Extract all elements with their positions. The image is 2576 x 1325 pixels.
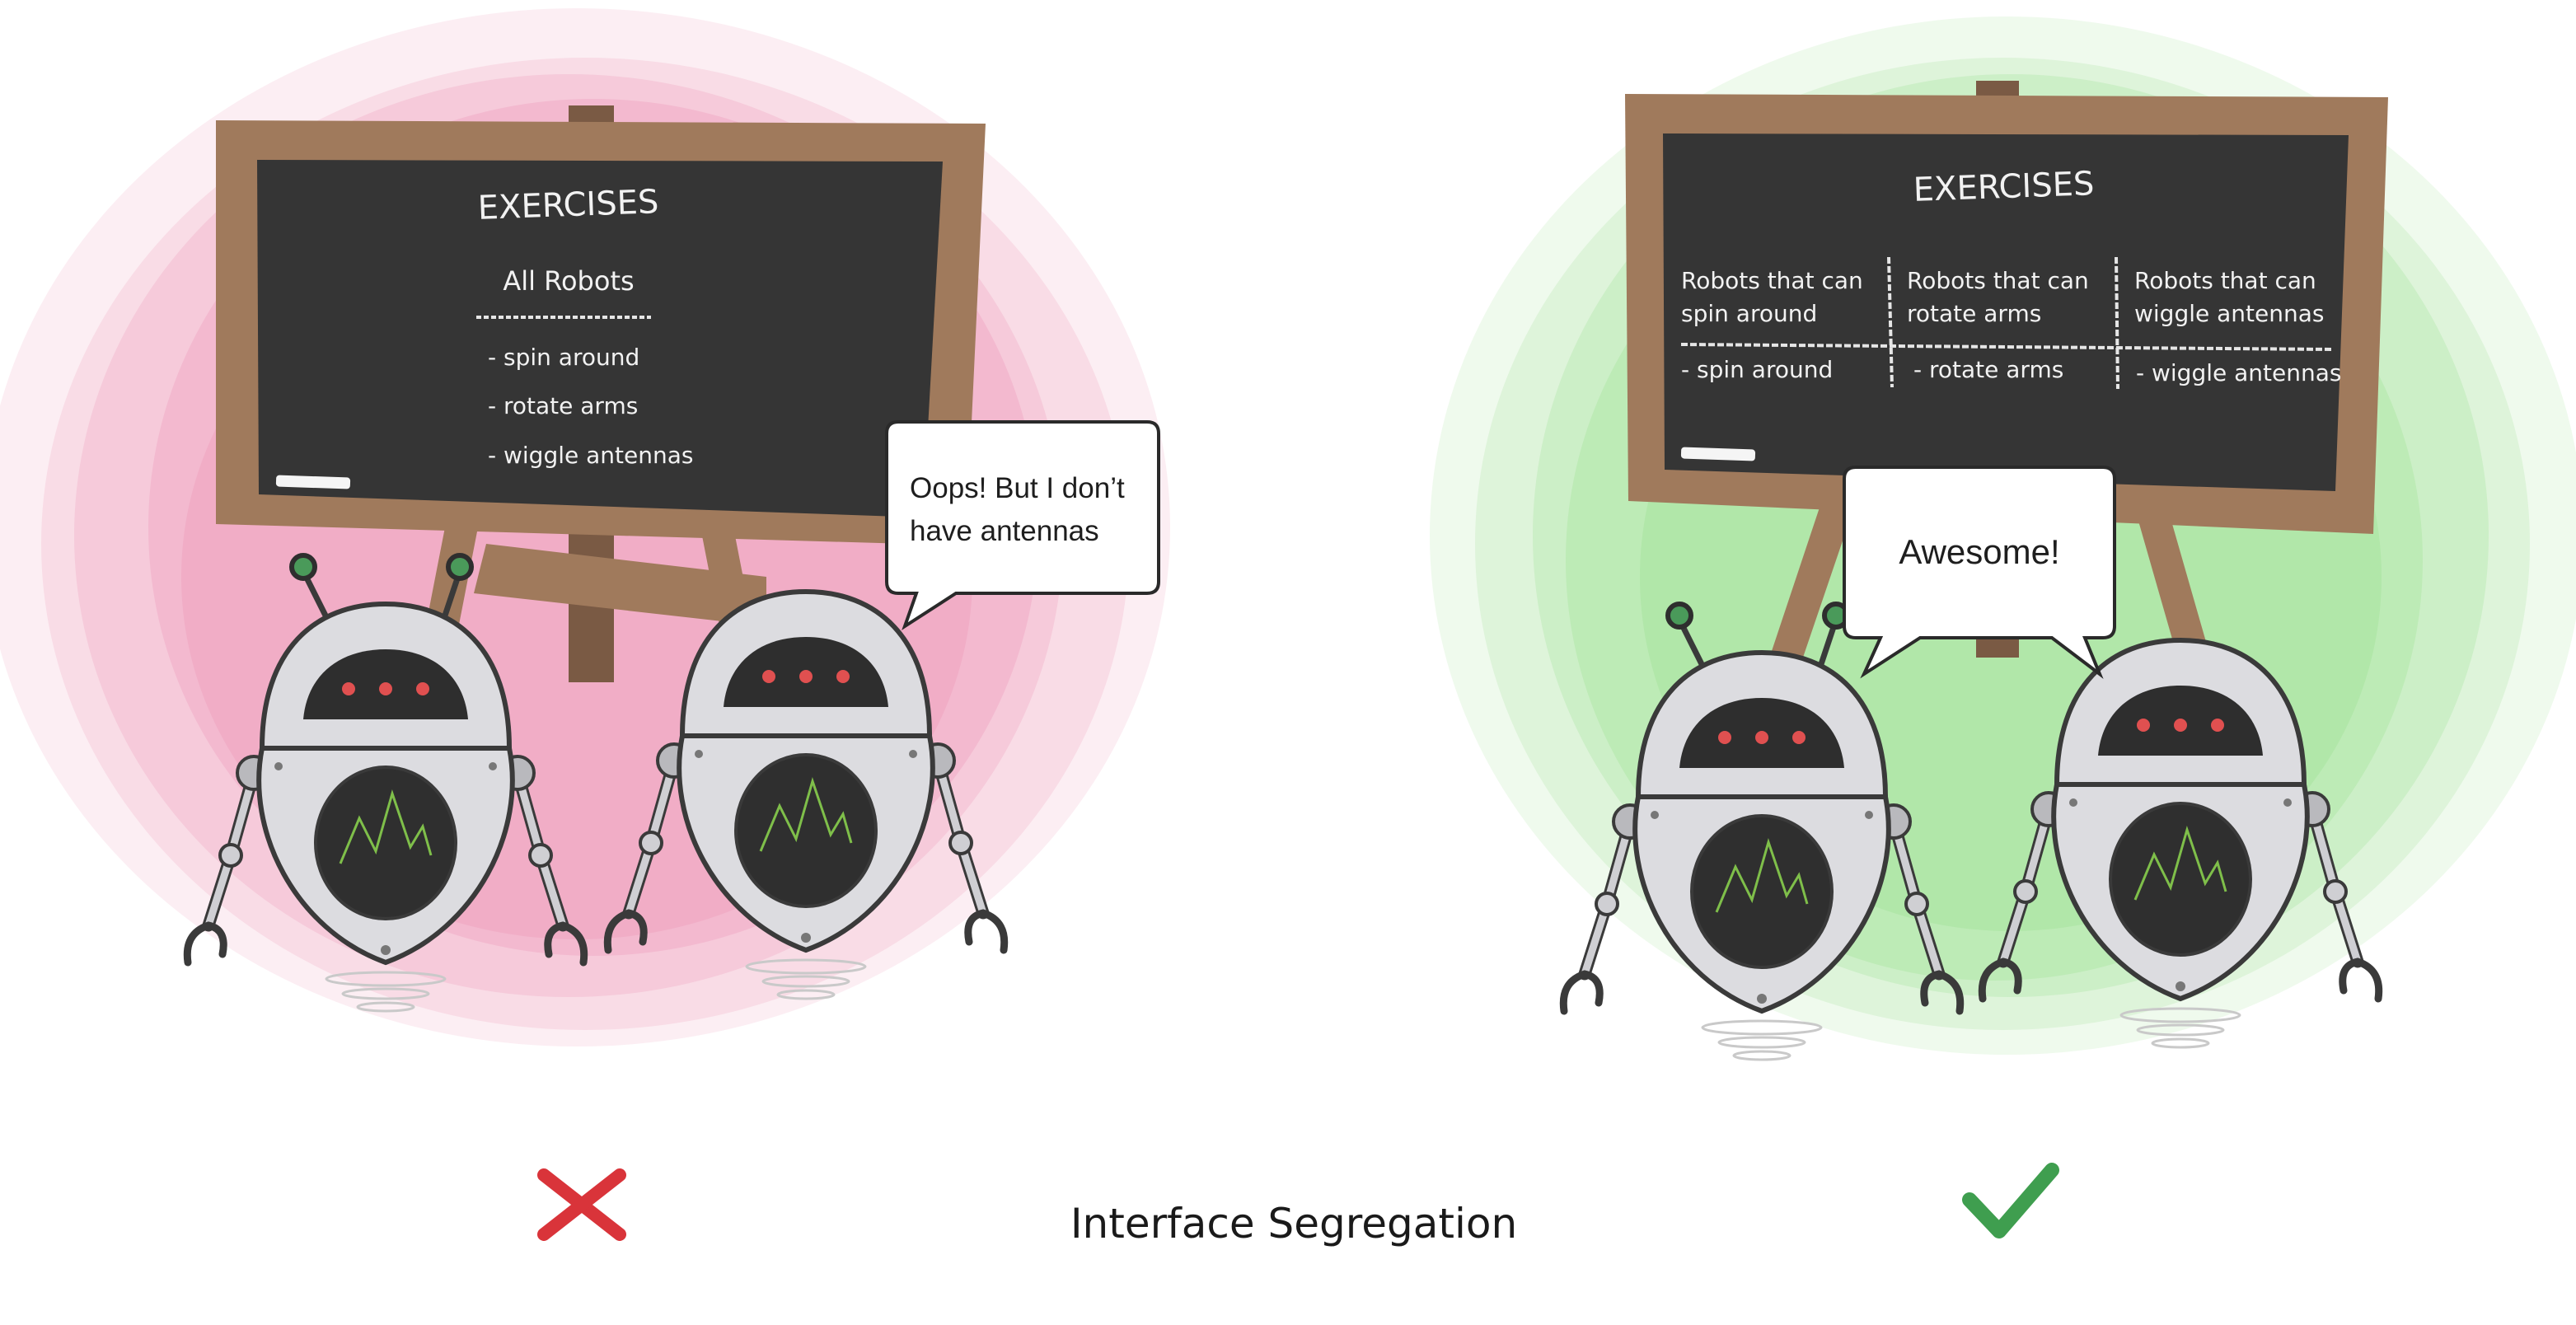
board-item-spin: - spin around [488,344,639,371]
column-1-header-line-2: spin around [1681,300,1817,327]
speech-bubble-right: Awesome! [1843,466,2116,680]
speech-line-2: have antennas [910,515,1099,547]
speech-text: Awesome! [1899,532,2059,571]
board-item-wiggle: - wiggle antennas [488,442,693,469]
right-panel: EXERCISES Robots that can spin around Ro… [1430,16,2576,1238]
column-2-header-line-1: Robots that can [1907,267,2089,294]
board-title: EXERCISES [477,183,659,227]
column-3-header-line-2: wiggle antennas [2134,300,2324,327]
column-1-item: - spin around [1681,356,1833,383]
column-3-item: - wiggle antennas [2136,359,2341,386]
caption-title: Interface Segregation [1070,1200,1517,1248]
column-3-header-line-1: Robots that can [2134,267,2316,294]
check-icon [1962,1163,2059,1238]
board-heading: All Robots [503,265,634,297]
board-item-rotate: - rotate arms [488,392,638,419]
speech-bubble-left: Oops! But I don’t have antennas [885,420,1160,630]
left-panel: EXERCISES All Robots - spin around - rot… [0,8,1170,1241]
column-2-item: - rotate arms [1913,356,2063,383]
chalkboard-left: EXERCISES All Robots - spin around - rot… [216,120,986,545]
column-2-header-line-2: rotate arms [1907,300,2041,327]
chalkboard-right: EXERCISES Robots that can spin around Ro… [1625,94,2388,534]
speech-line-1: Oops! But I don’t [910,472,1125,504]
cross-icon [537,1168,626,1241]
column-1-header-line-1: Robots that can [1681,267,1863,294]
board-title: EXERCISES [1913,165,2095,209]
